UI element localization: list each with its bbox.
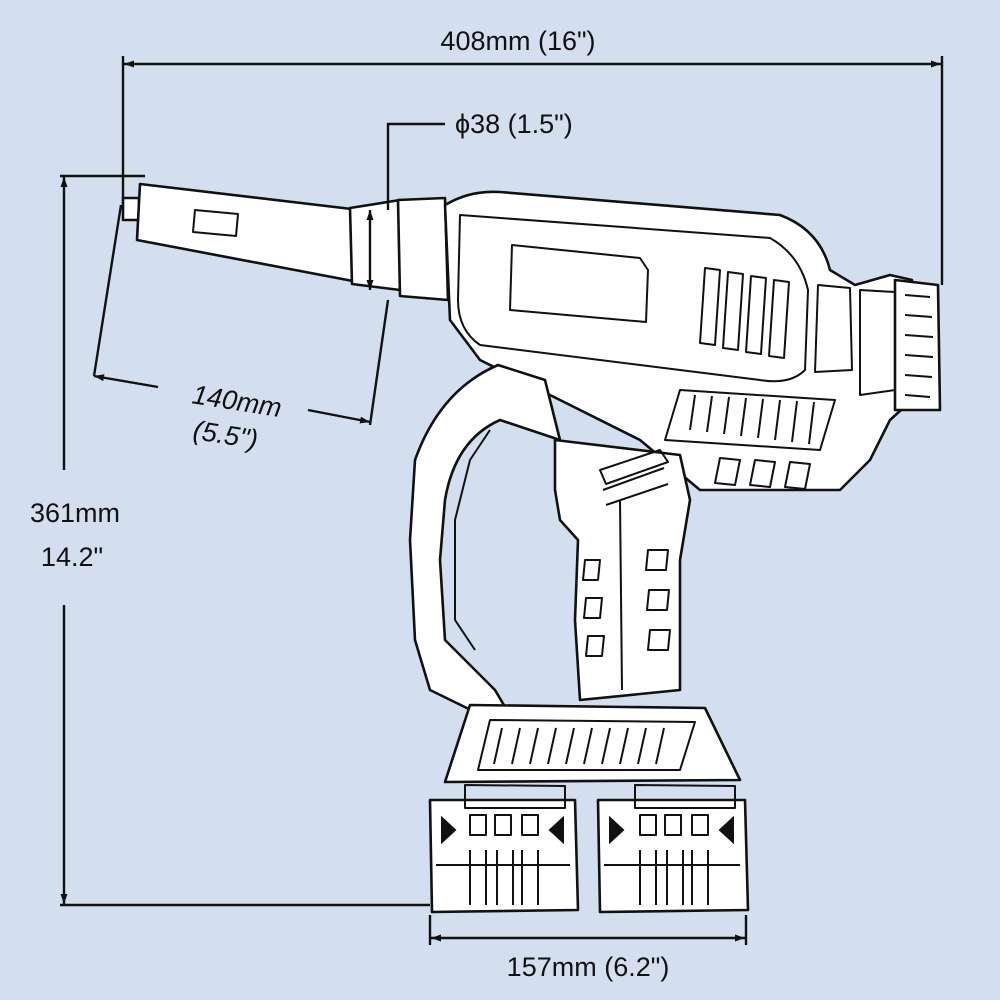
rivet-tool-drawing — [121, 182, 942, 914]
bore-diameter-label: ϕ38 (1.5") — [455, 109, 573, 139]
grip — [553, 438, 692, 702]
height-in-label: 14.2" — [41, 542, 103, 572]
height-dimension: 361mm 14.2" — [30, 174, 430, 907]
nose-length-in-label: (5.5") — [191, 415, 260, 455]
battery-width-label: 157mm (6.2") — [507, 952, 670, 982]
overall-length-label: 408mm (16") — [440, 26, 595, 56]
battery-right — [596, 784, 750, 914]
nose-tube — [121, 182, 450, 302]
battery-adapter — [443, 703, 742, 784]
battery-width-dimension: 157mm (6.2") — [428, 915, 748, 982]
height-mm-label: 361mm — [30, 498, 120, 528]
hand-guard — [408, 363, 562, 714]
battery-left — [428, 784, 580, 914]
bore-diameter-dimension: ϕ38 (1.5") — [366, 109, 573, 290]
overall-length-dimension: 408mm (16") — [121, 26, 944, 285]
motor-housing — [443, 190, 942, 492]
